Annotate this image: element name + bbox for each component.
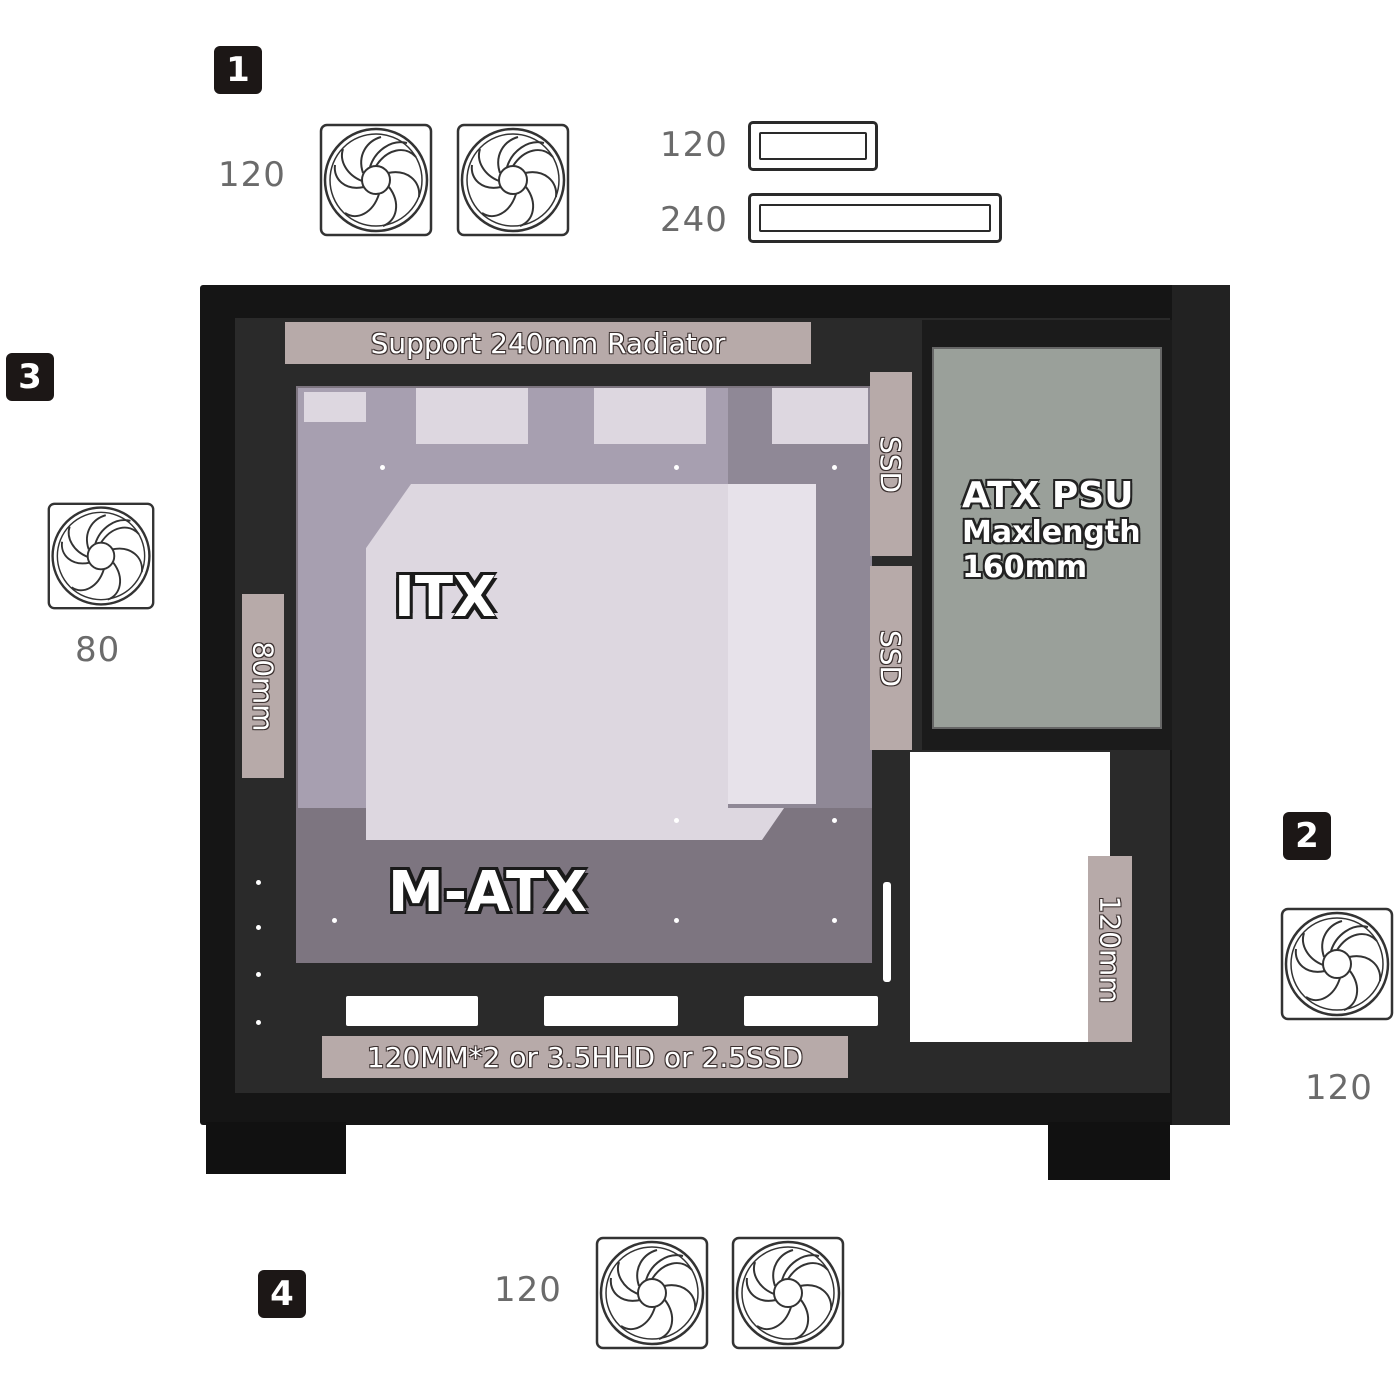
top-fan-size-label: 120 <box>218 155 286 195</box>
standoff <box>380 465 385 470</box>
standoff <box>832 465 837 470</box>
standoff <box>332 918 337 923</box>
fan-icon <box>47 502 155 610</box>
bottom-slot <box>346 996 478 1026</box>
pci-screw <box>256 925 261 930</box>
side-fan-size-label: 80 <box>75 630 121 670</box>
pci-screw <box>256 1020 261 1025</box>
radiator-240-icon <box>748 193 1002 243</box>
case-front-panel <box>1172 285 1230 1125</box>
psu-block <box>932 347 1162 729</box>
board-right-light <box>728 484 816 804</box>
badge-1: 1 <box>214 46 262 94</box>
fan-icon <box>1280 907 1394 1021</box>
side-fan-tag: 80mm <box>242 594 284 778</box>
ssd-tag-2: SSD <box>870 566 912 750</box>
board-cutout-2 <box>594 388 706 444</box>
psu-label: ATX PSU Maxlength 160mm <box>962 475 1141 585</box>
board-cutout-3 <box>772 388 868 444</box>
pci-screw <box>256 880 261 885</box>
radiator-120-icon <box>748 121 878 171</box>
standoff <box>674 465 679 470</box>
matx-label: M-ATX <box>388 860 588 925</box>
cable-slot <box>883 882 891 982</box>
ssd-tag-1: SSD <box>870 372 912 556</box>
bottom-fan-size-label: 120 <box>494 1270 562 1310</box>
standoff <box>674 818 679 823</box>
standoff <box>832 918 837 923</box>
radiator-size-120: 120 <box>660 125 728 165</box>
fan-icon <box>456 123 570 237</box>
case-foot-right <box>1048 1122 1170 1180</box>
top-radiator-tag: Support 240mm Radiator <box>285 322 811 364</box>
lower-right-bay <box>910 752 1110 1042</box>
pci-screw <box>256 972 261 977</box>
rear-fan-tag-text: 120mm <box>1093 895 1127 1003</box>
badge-2: 2 <box>1283 812 1331 860</box>
case-foot-left <box>206 1122 346 1174</box>
side-fan-tag-text: 80mm <box>246 640 280 732</box>
bottom-slot <box>544 996 678 1026</box>
badge-3: 3 <box>6 353 54 401</box>
bottom-tag: 120MM*2 or 3.5HHD or 2.5SSD <box>322 1036 848 1078</box>
ssd-tag-2-text: SSD <box>874 629 908 687</box>
board-cutout-1 <box>416 388 528 444</box>
standoff <box>674 918 679 923</box>
fan-icon <box>731 1236 845 1350</box>
fan-icon <box>319 123 433 237</box>
itx-label: ITX <box>394 565 497 630</box>
bottom-slot <box>744 996 878 1026</box>
rear-fan-size-label: 120 <box>1305 1068 1373 1108</box>
psu-label-line1: ATX PSU <box>962 475 1134 516</box>
rear-fan-tag: 120mm <box>1088 856 1132 1042</box>
standoff <box>832 818 837 823</box>
board-cutout-0 <box>304 392 366 422</box>
radiator-size-240: 240 <box>660 200 728 240</box>
ssd-tag-1-text: SSD <box>874 435 908 493</box>
psu-label-line3: 160mm <box>962 549 1088 585</box>
badge-4: 4 <box>258 1270 306 1318</box>
fan-icon <box>595 1236 709 1350</box>
psu-label-line2: Maxlength <box>962 515 1141 551</box>
